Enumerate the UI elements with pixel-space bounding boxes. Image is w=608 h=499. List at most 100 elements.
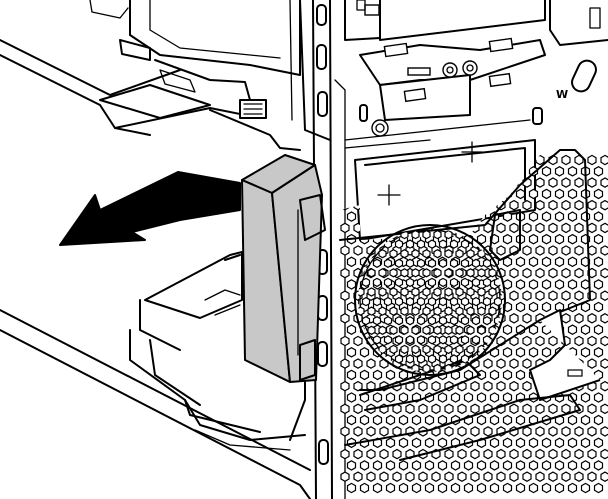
vent-hole: [372, 414, 383, 426]
vent-hole: [444, 448, 454, 460]
vent-hole: [438, 335, 448, 345]
vent-hole: [385, 392, 396, 403]
vent-hole: [353, 358, 363, 369]
vent-hole: [460, 258, 470, 268]
vent-hole: [541, 279, 552, 290]
vent-hole: [535, 154, 545, 166]
vent-hole: [477, 287, 486, 297]
vent-hole: [477, 268, 486, 278]
vent-hole: [567, 437, 578, 449]
vent-hole: [427, 296, 437, 307]
vent-hole: [593, 211, 604, 222]
vent-hole: [340, 222, 350, 234]
vent-hole: [422, 363, 431, 372]
vent-hole: [424, 437, 435, 449]
vent-hole: [353, 245, 363, 256]
vent-hole: [424, 482, 435, 494]
vent-hole: [466, 249, 475, 259]
vent-hole: [541, 188, 552, 200]
vent-hole: [379, 448, 389, 460]
vent-hole: [427, 316, 437, 326]
vent-hole: [574, 448, 584, 460]
vent-hole: [455, 344, 464, 355]
vent-hole: [422, 344, 431, 355]
vent-hole: [548, 426, 558, 437]
vent-hole: [561, 177, 571, 188]
vent-hole: [600, 403, 608, 415]
vent-hole: [574, 267, 584, 279]
vent-hole: [574, 426, 584, 437]
vent-hole: [405, 354, 415, 364]
vent-hole: [372, 369, 383, 381]
vent-hole: [600, 199, 608, 211]
vent-hole: [422, 249, 431, 259]
vent-hole: [496, 358, 506, 369]
vent-hole: [502, 347, 513, 358]
vent-hole: [509, 358, 519, 369]
vent-hole: [455, 249, 464, 259]
vent-hole: [383, 277, 393, 288]
vent-hole: [427, 335, 437, 345]
vent-hole: [488, 306, 497, 316]
vent-hole: [522, 313, 532, 324]
expansion-slot-cover: [354, 139, 536, 241]
vent-hole: [366, 426, 376, 437]
vent-hole: [535, 426, 545, 437]
vent-hole: [449, 239, 459, 249]
vent-hole: [541, 482, 552, 494]
vent-hole: [378, 268, 387, 278]
vent-hole: [496, 222, 506, 234]
vent-hole: [548, 199, 558, 211]
vent-hole: [405, 335, 415, 345]
vent-hole: [600, 471, 608, 482]
vent-hole: [405, 296, 415, 307]
vent-hole: [340, 290, 350, 301]
vent-hole: [554, 166, 565, 177]
vent-hole: [466, 268, 475, 278]
vent-hole: [394, 239, 404, 249]
vent-hole: [411, 229, 420, 240]
vent-hole: [411, 249, 420, 259]
vent-hole: [509, 448, 519, 460]
vent-hole: [476, 460, 487, 471]
vent-hole: [489, 482, 500, 494]
vent-hole: [535, 403, 545, 415]
vent-hole: [593, 324, 604, 335]
vent-hole: [394, 354, 404, 364]
vent-hole: [496, 448, 506, 460]
screw-cross-icon: [377, 184, 401, 206]
vent-hole: [437, 460, 448, 471]
vent-hole: [567, 233, 578, 245]
vent-hole: [359, 460, 370, 471]
vent-hole: [502, 233, 513, 245]
vent-hole: [587, 177, 597, 188]
vent-hole: [444, 287, 453, 297]
vent-hole: [437, 482, 448, 494]
vent-hole: [509, 403, 519, 415]
vent-hole: [528, 211, 539, 222]
vent-hole: [416, 335, 426, 345]
vent-hole: [379, 426, 389, 437]
vent-hole: [372, 277, 382, 288]
vent-hole: [522, 290, 532, 301]
vent-hole: [587, 335, 597, 347]
vent-hole: [422, 325, 431, 335]
vent-hole: [416, 239, 426, 249]
vent-hole: [340, 267, 350, 279]
vent-hole: [535, 245, 545, 256]
vent-hole: [394, 316, 404, 326]
vent-hole: [561, 267, 571, 279]
vent-hole: [398, 460, 409, 471]
vent-hole: [405, 277, 415, 288]
vent-hole: [460, 335, 470, 345]
vent-hole: [431, 403, 441, 415]
vent-hole: [483, 380, 493, 392]
vent-hole: [580, 211, 591, 222]
vent-hole: [567, 460, 578, 471]
vent-hole: [400, 268, 409, 278]
vent-hole: [471, 316, 481, 326]
vent-hole: [457, 471, 467, 482]
vent-hole: [509, 313, 519, 324]
vent-hole: [522, 199, 532, 211]
vent-hole: [561, 471, 571, 482]
